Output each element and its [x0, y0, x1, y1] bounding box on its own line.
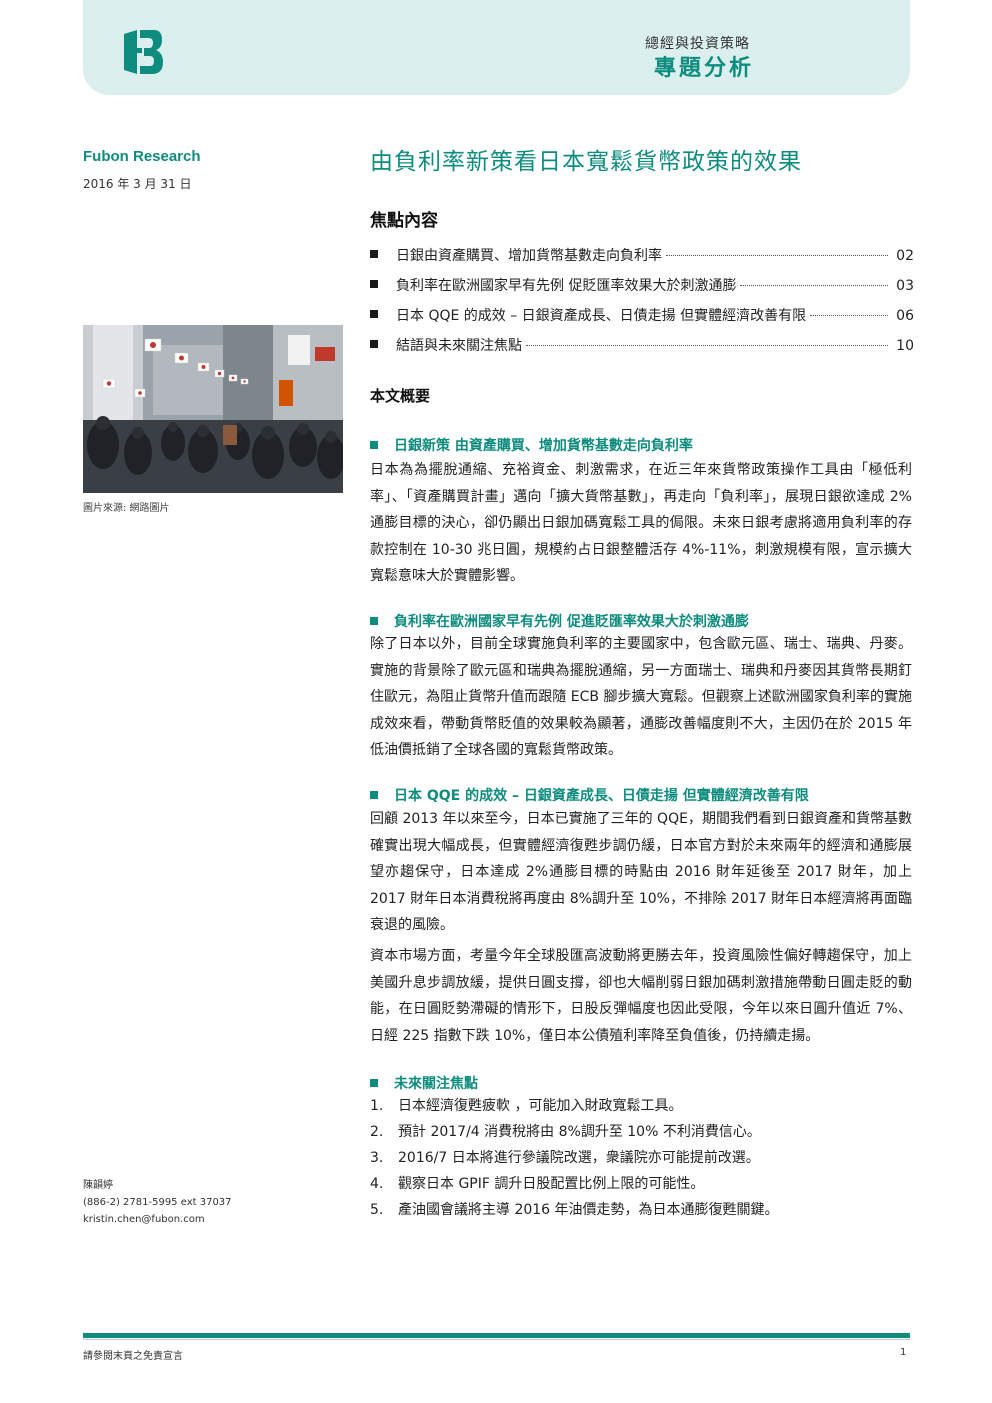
- list-item-number: 1.: [370, 1098, 384, 1114]
- toc-item-text: 日銀由資產購買、增加貨幣基數走向負利率: [396, 248, 662, 264]
- list-item-number: 5.: [370, 1202, 384, 1218]
- section-heading: 未來關注焦點: [370, 1073, 478, 1093]
- list-item-number: 3.: [370, 1150, 384, 1166]
- list-item: 3. 2016/7 日本將進行參議院改選，衆議院亦可能提前改選。: [370, 1147, 912, 1173]
- section-heading-text: 未來關注焦點: [394, 1076, 478, 1092]
- square-bullet-icon: [370, 1079, 378, 1087]
- list-item-text: 2016/7 日本將進行參議院改選，衆議院亦可能提前改選。: [398, 1150, 760, 1166]
- report-title: 由負利率新策看日本寬鬆貨幣政策的效果: [370, 149, 802, 175]
- footer-divider: [83, 1339, 910, 1340]
- section-heading: 日本 QQE 的成效 – 日銀資產成長、日債走揚 但實體經濟改善有限: [370, 785, 809, 805]
- report-date: 2016 年 3 月 31 日: [83, 177, 192, 191]
- toc-heading: 焦點內容: [370, 211, 438, 231]
- footer-disclaimer[interactable]: 請參閱末頁之免責宣言: [83, 1351, 183, 1362]
- toc-item[interactable]: 日本 QQE 的成效 – 日銀資產成長、日債走揚 但實體經濟改善有限 06: [370, 305, 914, 335]
- header-report-type: 專題分析: [653, 56, 754, 81]
- section-heading: 負利率在歐洲國家早有先例 促進貶匯率效果大於刺激通膨: [370, 611, 749, 631]
- author-phone: (886-2) 2781-5995 ext 37037: [83, 1197, 232, 1208]
- toc-item-page: 02: [896, 248, 914, 264]
- section-heading-text: 負利率在歐洲國家早有先例 促進貶匯率效果大於刺激通膨: [394, 614, 749, 630]
- street-photo: [83, 325, 343, 493]
- section-paragraph: 資本市場方面，考量今年全球股匯高波動將更勝去年，投資風險性偏好轉趨保守，加上美國…: [370, 948, 912, 1044]
- section-paragraph: 除了日本以外，目前全球實施負利率的主要國家中，包含歐元區、瑞士、瑞典、丹麥。實施…: [370, 636, 912, 758]
- brand-name: Fubon Research: [83, 148, 201, 165]
- header-category: 總經與投資策略: [645, 36, 750, 52]
- square-bullet-icon: [370, 280, 378, 288]
- author-contact: 陳韻婷 (886-2) 2781-5995 ext 37037 kristin.…: [83, 1177, 232, 1228]
- section-paragraph: 回顧 2013 年以來至今，日本已實施了三年的 QQE，期間我們看到日銀資產和貨…: [370, 811, 912, 933]
- list-item: 2. 預計 2017/4 消費稅將由 8%調升至 10% 不利消費信心。: [370, 1121, 912, 1147]
- footer-bar: [83, 1333, 910, 1338]
- toc-leader-dots: [666, 255, 888, 256]
- square-bullet-icon: [370, 617, 378, 625]
- toc-item[interactable]: 日銀由資產購買、增加貨幣基數走向負利率 02: [370, 245, 914, 275]
- section-paragraph: 日本為為擺脫通縮、充裕資金、刺激需求，在近三年來貨幣政策操作工具由「極低利率」、…: [370, 462, 912, 584]
- table-of-contents: 日銀由資產購買、增加貨幣基數走向負利率 02 負利率在歐洲國家早有先例 促貶匯率…: [370, 245, 914, 365]
- toc-item-page: 03: [896, 278, 914, 294]
- square-bullet-icon: [370, 310, 378, 318]
- page-number: 1: [900, 1347, 907, 1358]
- fubon-logo-icon: [124, 30, 163, 74]
- list-item-number: 4.: [370, 1176, 384, 1192]
- square-bullet-icon: [370, 250, 378, 258]
- summary-heading: 本文概要: [370, 387, 431, 405]
- list-item: 4. 觀察日本 GPIF 調升日股配置比例上限的可能性。: [370, 1173, 912, 1199]
- list-item: 5. 產油國會議將主導 2016 年油價走勢，為日本通膨復甦關鍵。: [370, 1199, 912, 1225]
- section-heading-text: 日銀新策 由資產購買、增加貨幣基數走向負利率: [394, 438, 693, 454]
- square-bullet-icon: [370, 340, 378, 348]
- square-bullet-icon: [370, 791, 378, 799]
- toc-leader-dots: [526, 345, 888, 346]
- focus-list: 1. 日本經濟復甦疲軟 ，可能加入財政寬鬆工具。 2. 預計 2017/4 消費…: [370, 1095, 912, 1225]
- list-item-text: 觀察日本 GPIF 調升日股配置比例上限的可能性。: [398, 1176, 705, 1192]
- section-heading-text: 日本 QQE 的成效 – 日銀資產成長、日債走揚 但實體經濟改善有限: [394, 788, 809, 804]
- toc-item-text: 負利率在歐洲國家早有先例 促貶匯率效果大於刺激通膨: [396, 278, 737, 294]
- toc-item-text: 日本 QQE 的成效 – 日銀資產成長、日債走揚 但實體經濟改善有限: [396, 308, 807, 324]
- list-item-number: 2.: [370, 1124, 384, 1140]
- toc-item-page: 10: [896, 338, 914, 354]
- toc-item-page: 06: [896, 308, 914, 324]
- page-header: 總經與投資策略 專題分析: [83, 0, 910, 95]
- author-name: 陳韻婷: [83, 1180, 113, 1191]
- author-email[interactable]: kristin.chen@fubon.com: [83, 1214, 205, 1225]
- square-bullet-icon: [370, 441, 378, 449]
- list-item-text: 產油國會議將主導 2016 年油價走勢，為日本通膨復甦關鍵。: [398, 1202, 779, 1218]
- toc-item[interactable]: 結語與未來關注焦點 10: [370, 335, 914, 365]
- toc-item-text: 結語與未來關注焦點: [396, 338, 522, 354]
- photo-caption: 圖片來源: 網路圖片: [83, 503, 170, 514]
- toc-leader-dots: [740, 285, 888, 286]
- list-item-text: 日本經濟復甦疲軟 ，可能加入財政寬鬆工具。: [398, 1098, 683, 1114]
- list-item-text: 預計 2017/4 消費稅將由 8%調升至 10% 不利消費信心。: [398, 1124, 761, 1140]
- list-item: 1. 日本經濟復甦疲軟 ，可能加入財政寬鬆工具。: [370, 1095, 912, 1121]
- section-heading: 日銀新策 由資產購買、增加貨幣基數走向負利率: [370, 435, 693, 455]
- toc-leader-dots: [810, 315, 888, 316]
- toc-item[interactable]: 負利率在歐洲國家早有先例 促貶匯率效果大於刺激通膨 03: [370, 275, 914, 305]
